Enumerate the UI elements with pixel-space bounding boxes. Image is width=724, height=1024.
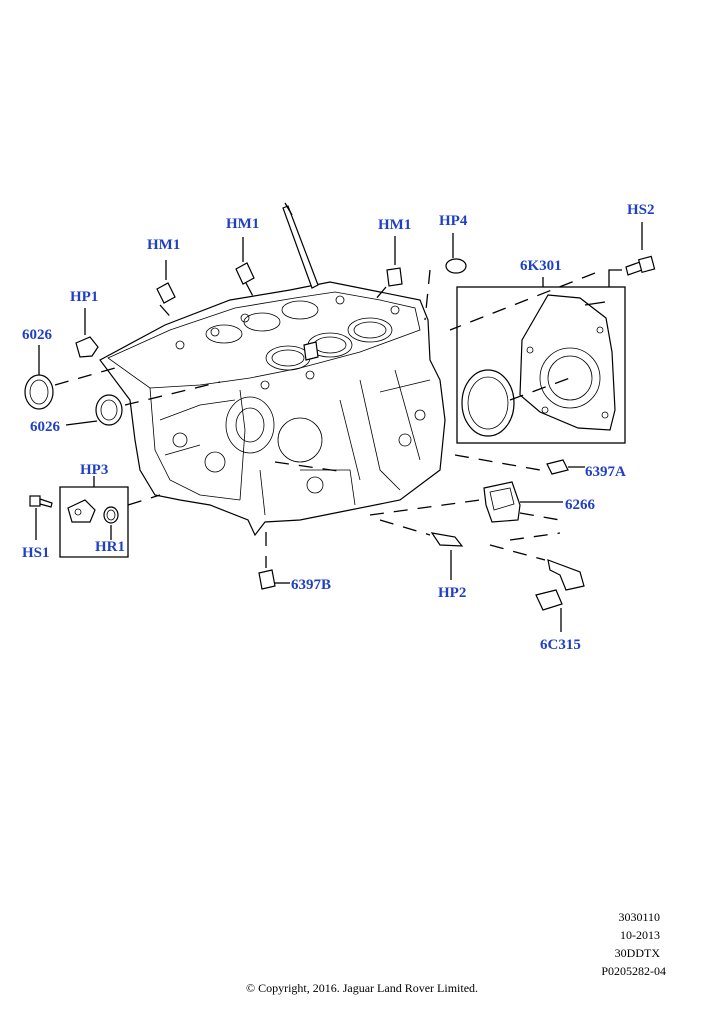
sensor-6c315 bbox=[489, 544, 585, 632]
diagram-reference: P0205282-04 bbox=[601, 964, 666, 978]
callout-hs1[interactable]: HS1 bbox=[22, 545, 50, 561]
hs1-bolt bbox=[29, 495, 53, 540]
hm1-plug-a bbox=[156, 260, 176, 304]
diagram-date: 10-2013 bbox=[620, 928, 660, 942]
hp2-plug bbox=[379, 519, 464, 580]
diagram-metadata: 3030110 10-2013 30DDTX P0205282-04 bbox=[601, 908, 666, 980]
copyright-notice: © Copyright, 2016. Jaguar Land Rover Lim… bbox=[245, 981, 479, 995]
rear-seal-retainer-box bbox=[456, 269, 626, 444]
hm1-plug-center bbox=[303, 341, 319, 361]
callout-hm1-c[interactable]: HM1 bbox=[378, 217, 411, 233]
callout-hm1-b[interactable]: HM1 bbox=[226, 216, 259, 232]
diagram-model: 30DDTX bbox=[614, 946, 660, 960]
hp4-plug bbox=[445, 233, 467, 274]
oil-pickup-6266 bbox=[369, 481, 563, 523]
engine-block bbox=[99, 202, 446, 537]
callout-hr1[interactable]: HR1 bbox=[95, 539, 125, 555]
sensor-6397b bbox=[258, 532, 290, 590]
hp3-group bbox=[59, 476, 161, 558]
front-seal-b bbox=[65, 381, 221, 426]
callout-hp1[interactable]: HP1 bbox=[70, 289, 98, 305]
sensor-6397a bbox=[454, 454, 585, 475]
hp1-plug bbox=[75, 308, 99, 358]
callout-hp2[interactable]: HP2 bbox=[438, 585, 466, 601]
callout-hm1-a[interactable]: HM1 bbox=[147, 237, 180, 253]
callout-6c315[interactable]: 6C315 bbox=[540, 637, 581, 653]
diagram-code: 3030110 bbox=[618, 910, 660, 924]
callout-hp3[interactable]: HP3 bbox=[80, 462, 108, 478]
callout-hs2[interactable]: HS2 bbox=[627, 202, 655, 218]
hm1-plug-b bbox=[235, 237, 255, 285]
callout-6026-b[interactable]: 6026 bbox=[30, 419, 61, 435]
callout-6397a[interactable]: 6397A bbox=[585, 464, 626, 480]
hs2-bolt bbox=[625, 222, 656, 276]
callout-6397b[interactable]: 6397B bbox=[291, 577, 331, 593]
hm1-plug-c bbox=[386, 236, 403, 287]
callout-6026-a[interactable]: 6026 bbox=[22, 327, 53, 343]
explode-lines bbox=[159, 269, 596, 541]
callout-6k301[interactable]: 6K301 bbox=[520, 258, 562, 274]
callout-6266[interactable]: 6266 bbox=[565, 497, 596, 513]
callout-hp4[interactable]: HP4 bbox=[439, 213, 468, 229]
front-seal-a bbox=[24, 345, 116, 410]
